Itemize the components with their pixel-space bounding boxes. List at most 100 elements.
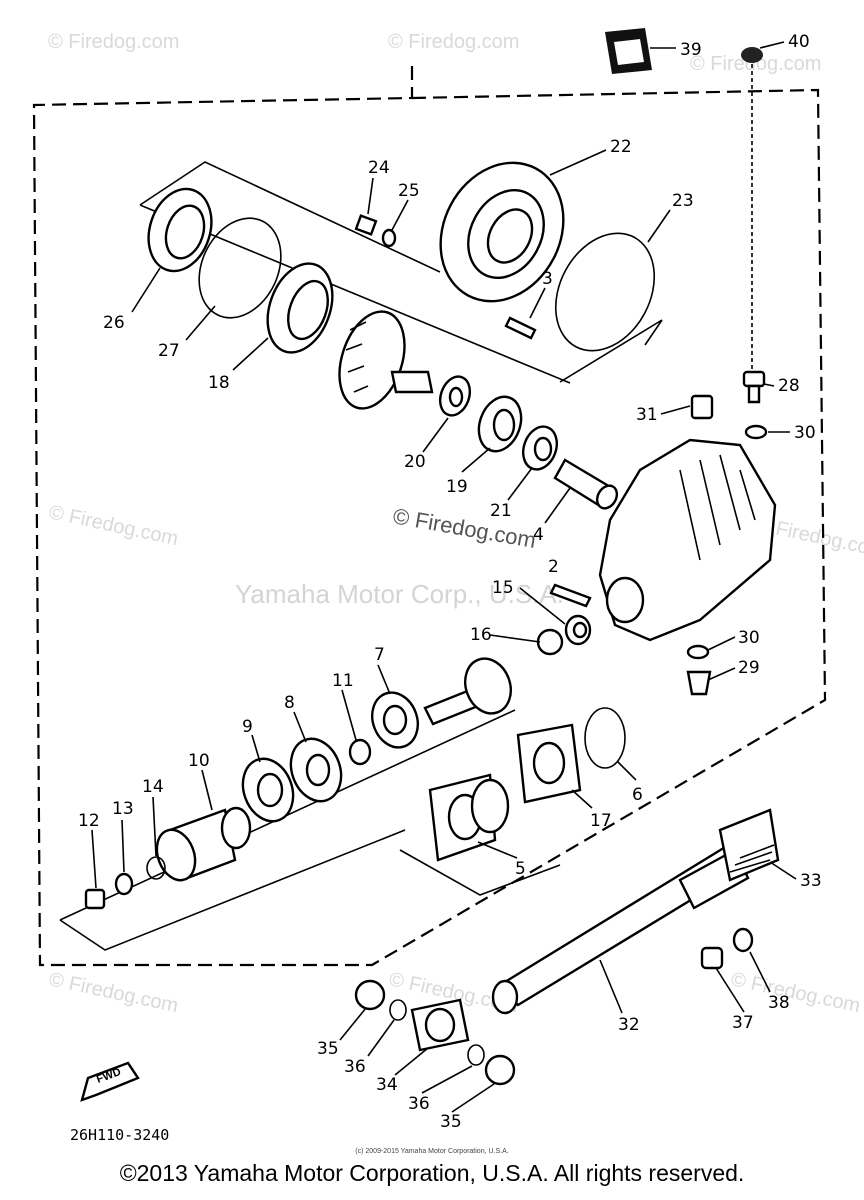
callout-14: 14: [142, 777, 164, 797]
bearing-19: [477, 395, 523, 453]
cap-40: [741, 41, 785, 370]
callout-7: 7: [374, 645, 385, 665]
callout-13: 13: [112, 799, 134, 819]
callout-24: 24: [368, 158, 390, 178]
universal-joint-34: [410, 998, 470, 1052]
bearing-housing-22: [439, 149, 607, 303]
collar-16: [536, 628, 564, 656]
watermark-yamaha: Yamaha Motor Corp., U.S.A.: [235, 579, 564, 609]
fine-print-copyright: (c) 2009-2015 Yamaha Motor Corporation, …: [355, 1148, 509, 1155]
bearing-cup-35-upper: [354, 979, 386, 1011]
watermark-firedog: © Firedog.com: [48, 31, 179, 53]
washer-38: [732, 927, 754, 953]
callout-23: 23: [672, 191, 694, 211]
callout-26: 26: [103, 313, 125, 333]
shim-20: [438, 375, 472, 417]
o-ring-27: [198, 217, 282, 319]
callout-2: 2: [548, 557, 559, 577]
bearing-15: [564, 614, 592, 646]
assembly-boundary: [32, 66, 827, 967]
bearing-18: [266, 262, 334, 354]
washer-13: [114, 872, 134, 896]
callout-20: 20: [404, 452, 426, 472]
yoke-33: [718, 808, 780, 882]
watermark-firedog: © Firedog.com: [388, 31, 519, 53]
callout-32: 32: [618, 1015, 640, 1035]
stud-2: [549, 583, 592, 608]
callout-15: 15: [492, 578, 514, 598]
watermark-firedog-center: © Firedog.com: [391, 503, 538, 553]
callout-4: 4: [533, 525, 544, 545]
ring-gear: [338, 310, 434, 410]
oil-seal-26: [147, 187, 213, 273]
callout-39: 39: [680, 40, 702, 60]
spacer-11: [348, 738, 372, 766]
callout-35-lower: 35: [440, 1112, 462, 1132]
callout-38: 38: [768, 993, 790, 1013]
bolt-28: [742, 370, 766, 404]
washer-25: [381, 228, 397, 248]
callout-8: 8: [284, 693, 295, 713]
watermark-layer: © Firedog.com © Firedog.com © Firedog.co…: [47, 31, 864, 1017]
callout-30-upper: 30: [794, 423, 816, 443]
callout-36-upper: 36: [344, 1057, 366, 1077]
final-gear-case: [598, 438, 777, 642]
callout-18: 18: [208, 373, 230, 393]
fwd-arrow-icon: FWD: [80, 1061, 140, 1102]
callout-22: 22: [610, 137, 632, 157]
callout-33: 33: [800, 871, 822, 891]
o-ring-23: [554, 232, 656, 352]
callout-35-upper: 35: [317, 1039, 339, 1059]
bearing-housing-5: [428, 773, 510, 862]
leader-lines: [91, 177, 797, 1113]
callout-30-lower: 30: [738, 628, 760, 648]
bearing-21: [521, 425, 559, 471]
pinion-gear: [423, 657, 512, 726]
watermark-firedog: © Firedog.com: [47, 968, 180, 1017]
callout-10: 10: [188, 751, 210, 771]
figure-code: 26H110-3240: [70, 1126, 170, 1144]
callout-6: 6: [632, 785, 643, 805]
callout-16: 16: [470, 625, 492, 645]
callout-21: 21: [490, 501, 512, 521]
callout-34: 34: [376, 1075, 398, 1095]
callout-36-lower: 36: [408, 1094, 430, 1114]
callout-40: 40: [788, 32, 810, 52]
watermark-firedog: © Firedog.com: [729, 968, 862, 1017]
callout-3: 3: [542, 269, 553, 289]
callout-28: 28: [778, 376, 800, 396]
callout-19: 19: [446, 477, 468, 497]
label-plate-39: [605, 28, 676, 74]
callout-12: 12: [78, 811, 100, 831]
callout-31: 31: [636, 405, 658, 425]
bolt-29: [686, 670, 712, 696]
drive-shaft-32: [491, 836, 762, 1015]
gasket-17: [516, 723, 582, 804]
callout-29: 29: [738, 658, 760, 678]
callout-25: 25: [398, 181, 420, 201]
copyright-footer: ©2013 Yamaha Motor Corporation, U.S.A. A…: [119, 1160, 745, 1186]
watermark-firedog: © Firedog.com: [47, 501, 180, 550]
callout-37: 37: [732, 1013, 754, 1033]
circlip-36-upper: [389, 999, 407, 1021]
bearing-7: [371, 691, 419, 749]
nut-12: [84, 888, 106, 910]
circlip-14: [146, 856, 166, 880]
subgroup-bracket-upper: [139, 161, 663, 384]
callout-11: 11: [332, 671, 354, 691]
bearing-cup-35-lower: [484, 1054, 516, 1086]
circlip-36-lower: [467, 1044, 485, 1066]
nut-24: [354, 214, 378, 236]
coupling-10: [155, 806, 252, 882]
callout-27: 27: [158, 341, 180, 361]
callout-9: 9: [242, 717, 253, 737]
nut-37: [700, 946, 724, 970]
washer-30-upper: [744, 424, 768, 440]
shaft-4: [553, 458, 619, 510]
watermark-firedog: © Firedog.com: [690, 53, 821, 75]
pin-3: [504, 316, 537, 340]
bearing-8: [289, 737, 343, 803]
plug-31: [690, 394, 714, 420]
callout-5: 5: [515, 859, 526, 879]
